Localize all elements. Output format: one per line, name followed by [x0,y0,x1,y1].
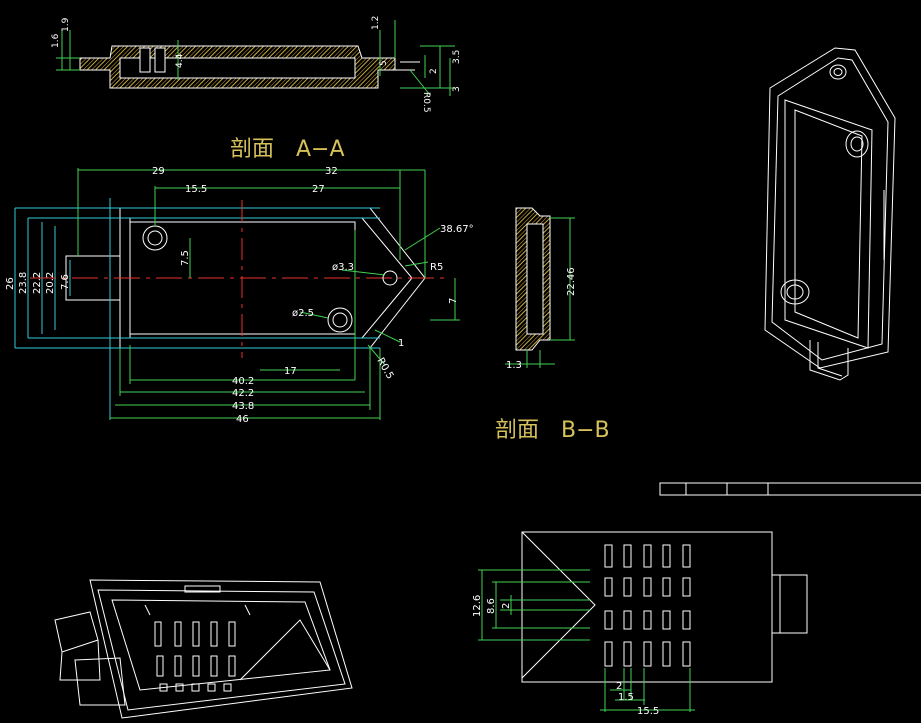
dim-2-top: 2 [429,68,439,74]
dim-3-5: 3.5 [452,50,462,64]
dim-2-vertical: 2 [501,603,512,609]
dim-15-5: 15.5 [185,184,207,195]
dim-7-5: 7.5 [180,250,191,266]
dim-26: 26 [5,277,16,290]
dim-3: 3 [452,86,462,92]
dim-22-46: 22.46 [566,267,577,296]
dim-7-6: 7.6 [60,274,71,290]
dim-7: 7 [448,298,459,304]
plan-view: 29 32 15.5 27 38.67° ø3.3 R5 ø2.5 7.5 7 … [5,166,474,425]
dim-20-2: 20.2 [45,272,56,294]
dim-32: 32 [325,166,338,177]
dim-r05-top: R0.5 [421,92,431,113]
vent-slot-grid [604,544,691,667]
dim-1: 1 [398,338,404,349]
dim-23-8: 23.8 [18,272,29,294]
dim-15-5-bottom: 15.5 [637,706,659,717]
top-section-view: 1.6 1.9 1.2 4.4 5 2 3.5 3 R0.5 [51,16,462,113]
section-bb-view: 22.46 1.3 [505,207,577,371]
dim-40-2: 40.2 [232,376,254,387]
vent-view: 12.6 8.6 2 2 1.5 15.5 [472,531,808,717]
dim-27: 27 [312,184,325,195]
dim-42-2: 42.2 [232,388,254,399]
dim-1-6: 1.6 [51,33,61,48]
dim-1-9: 1.9 [61,17,71,32]
dim-43-8: 43.8 [232,401,254,412]
dim-angle: 38.67° [440,224,474,235]
dim-hole-3-3: ø3.3 [332,262,354,273]
dim-1-5: 1.5 [618,692,634,703]
dim-r0-5: R0.5 [374,356,395,381]
section-bb-label: 剖面 B−B [495,418,610,443]
dim-22-2: 22.2 [32,272,43,294]
dim-8-6: 8.6 [486,598,497,614]
dim-2-horizontal: 2 [616,681,622,692]
dim-1-2: 1.2 [371,16,381,30]
dim-r5: R5 [430,262,443,273]
dim-29: 29 [152,166,165,177]
dim-46: 46 [236,414,249,425]
dim-5: 5 [379,60,389,66]
dim-4-4: 4.4 [175,53,185,68]
dim-12-6: 12.6 [472,595,483,617]
section-aa-label: 剖面 A−A [230,137,345,162]
vent-slots-iso [154,621,236,692]
title-block-fragment [659,482,921,496]
dim-17: 17 [284,366,297,377]
iso-view-top [764,47,896,381]
dim-hole-2-5: ø2.5 [292,308,314,319]
dim-1-3: 1.3 [506,360,522,371]
iso-view-bottom [54,579,353,719]
